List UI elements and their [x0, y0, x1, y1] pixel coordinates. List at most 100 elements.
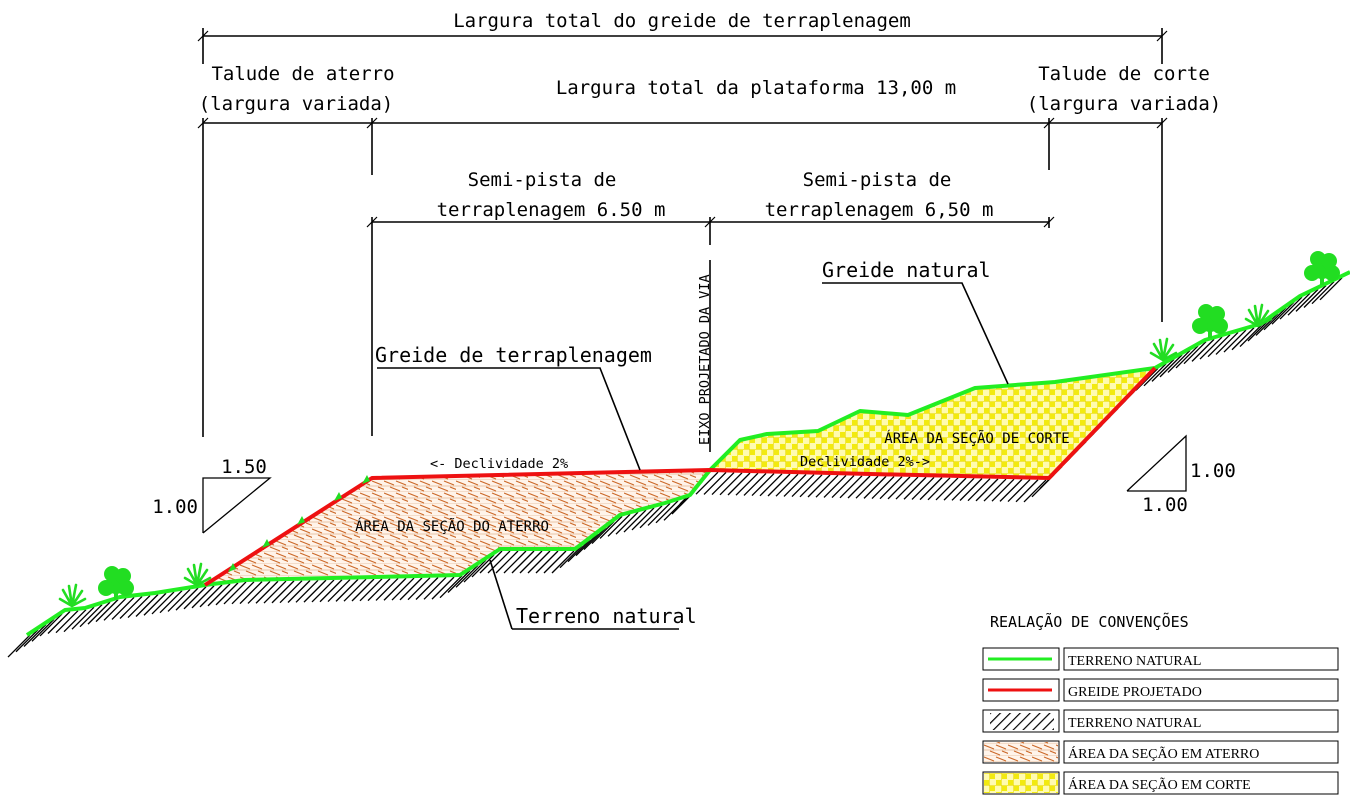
ground-hatching [7, 277, 1343, 658]
hatch-tick [831, 475, 855, 499]
hatch-tick [823, 474, 847, 498]
hatch-tick [783, 473, 807, 497]
cut-slope-title: Talude de corte [1038, 63, 1210, 85]
hatch-tick [351, 578, 375, 602]
hatch-tick [1199, 336, 1223, 360]
hatch-tick [223, 581, 247, 605]
legend-black-hatch-symbol [990, 713, 1054, 730]
hatch-tick [87, 601, 111, 625]
fill-slope-subtitle: (largura variada) [199, 93, 393, 115]
hatch-tick [319, 579, 343, 603]
hatch-tick [999, 478, 1023, 502]
hatch-tick [1223, 329, 1247, 353]
cut-slope-ratio: 1.00 1.00 [1126, 434, 1236, 516]
semi-lane-left-line1: Semi-pista de [468, 169, 617, 191]
legend-item-5: ÁREA DA SEÇÃO EM CORTE [1068, 776, 1251, 793]
semi-lane-right-line2: terraplenagem 6,50 m [765, 199, 994, 221]
hatch-tick [407, 577, 431, 601]
hatch-tick [1207, 334, 1231, 358]
hatch-tick [719, 472, 743, 496]
hatch-tick [767, 473, 791, 497]
hatch-tick [503, 550, 527, 574]
hatch-tick [855, 475, 879, 499]
legend-item-2: GREIDE PROJETADO [1068, 685, 1202, 700]
hatch-tick [239, 581, 263, 605]
hatch-tick [1255, 312, 1279, 336]
hatch-tick [735, 472, 759, 496]
hatch-tick [399, 577, 423, 601]
fill-area-label: ÁREA DA SEÇÃO DO ATERRO [355, 518, 549, 535]
hatch-tick [1279, 296, 1303, 320]
cut-area-shape [710, 368, 1155, 478]
hatch-tick [439, 575, 463, 599]
cut-ratio-v: 1.00 [1190, 460, 1236, 482]
hatch-tick [1159, 354, 1183, 378]
hatch-tick [207, 583, 231, 607]
hatch-tick [1239, 324, 1263, 348]
slope-right-label: Declividade 2%-> [800, 454, 930, 470]
hatch-tick [127, 595, 151, 619]
hatch-tick [511, 550, 535, 574]
hatch-tick [743, 472, 767, 496]
hatch-tick [383, 577, 407, 601]
hatch-tick [423, 576, 447, 600]
hatch-tick [879, 476, 903, 500]
hatch-tick [447, 570, 471, 593]
hatch-tick [167, 588, 191, 612]
hatch-tick [39, 613, 63, 637]
hatch-tick [255, 580, 279, 604]
hatch-tick [631, 507, 655, 531]
hatch-tick [31, 618, 55, 642]
hatch-tick [343, 578, 367, 602]
hatch-tick [583, 527, 607, 551]
hatch-tick [79, 604, 103, 628]
hatch-tick [1319, 277, 1343, 301]
hatch-tick [1151, 358, 1175, 382]
hatch-tick [991, 478, 1015, 502]
hatch-tick [1215, 331, 1239, 355]
hatch-tick [1231, 327, 1255, 351]
hatch-tick [367, 578, 391, 602]
hatch-tick [951, 477, 975, 501]
hatch-tick [431, 576, 455, 600]
hatch-tick [119, 596, 143, 619]
semi-lane-left-line2: terraplenagem 6.50 m [437, 199, 666, 221]
hatch-tick [231, 581, 255, 605]
hatch-tick [1311, 281, 1335, 305]
hatch-tick [303, 579, 327, 603]
hatch-tick [607, 513, 631, 537]
hatch-tick [527, 550, 551, 574]
hatch-tick [247, 580, 271, 604]
hatch-tick [919, 477, 943, 501]
hatch-tick [55, 610, 79, 634]
hatch-tick [567, 539, 591, 563]
hatch-tick [543, 550, 567, 574]
hatch-tick [903, 476, 927, 500]
hatch-tick [887, 476, 911, 500]
hatch-tick [863, 475, 887, 499]
platform-width-label: Largura total da plataforma 13,00 m [556, 77, 956, 99]
hatch-tick [1303, 285, 1327, 308]
hatch-tick [599, 516, 623, 539]
hatch-tick [359, 578, 383, 602]
hatch-tick [71, 606, 95, 630]
hatch-tick [151, 591, 175, 615]
hatch-tick [23, 624, 47, 647]
fill-slope-title: Talude de aterro [211, 63, 394, 85]
legend-item-1: TERRENO NATURAL [1068, 654, 1201, 669]
fill-slope-ratio: 1.50 1.00 [152, 456, 272, 534]
leader-lines [377, 282, 1009, 630]
semi-lane-right-line1: Semi-pista de [803, 169, 952, 191]
legend-item-4: ÁREA DA SEÇÃO EM ATERRO [1068, 745, 1259, 762]
cut-area-label: ÁREA DA SEÇÃO DE CORTE [884, 430, 1069, 447]
hatch-tick [295, 579, 319, 603]
hatch-tick [711, 472, 735, 496]
hatch-tick [327, 579, 351, 603]
hatch-tick [191, 585, 215, 609]
hatch-tick [927, 477, 951, 501]
hatch-tick [911, 476, 935, 500]
hatch-tick [591, 521, 615, 544]
hatch-tick [727, 472, 751, 496]
hatch-tick [1007, 479, 1031, 503]
hatch-tick [647, 502, 671, 526]
